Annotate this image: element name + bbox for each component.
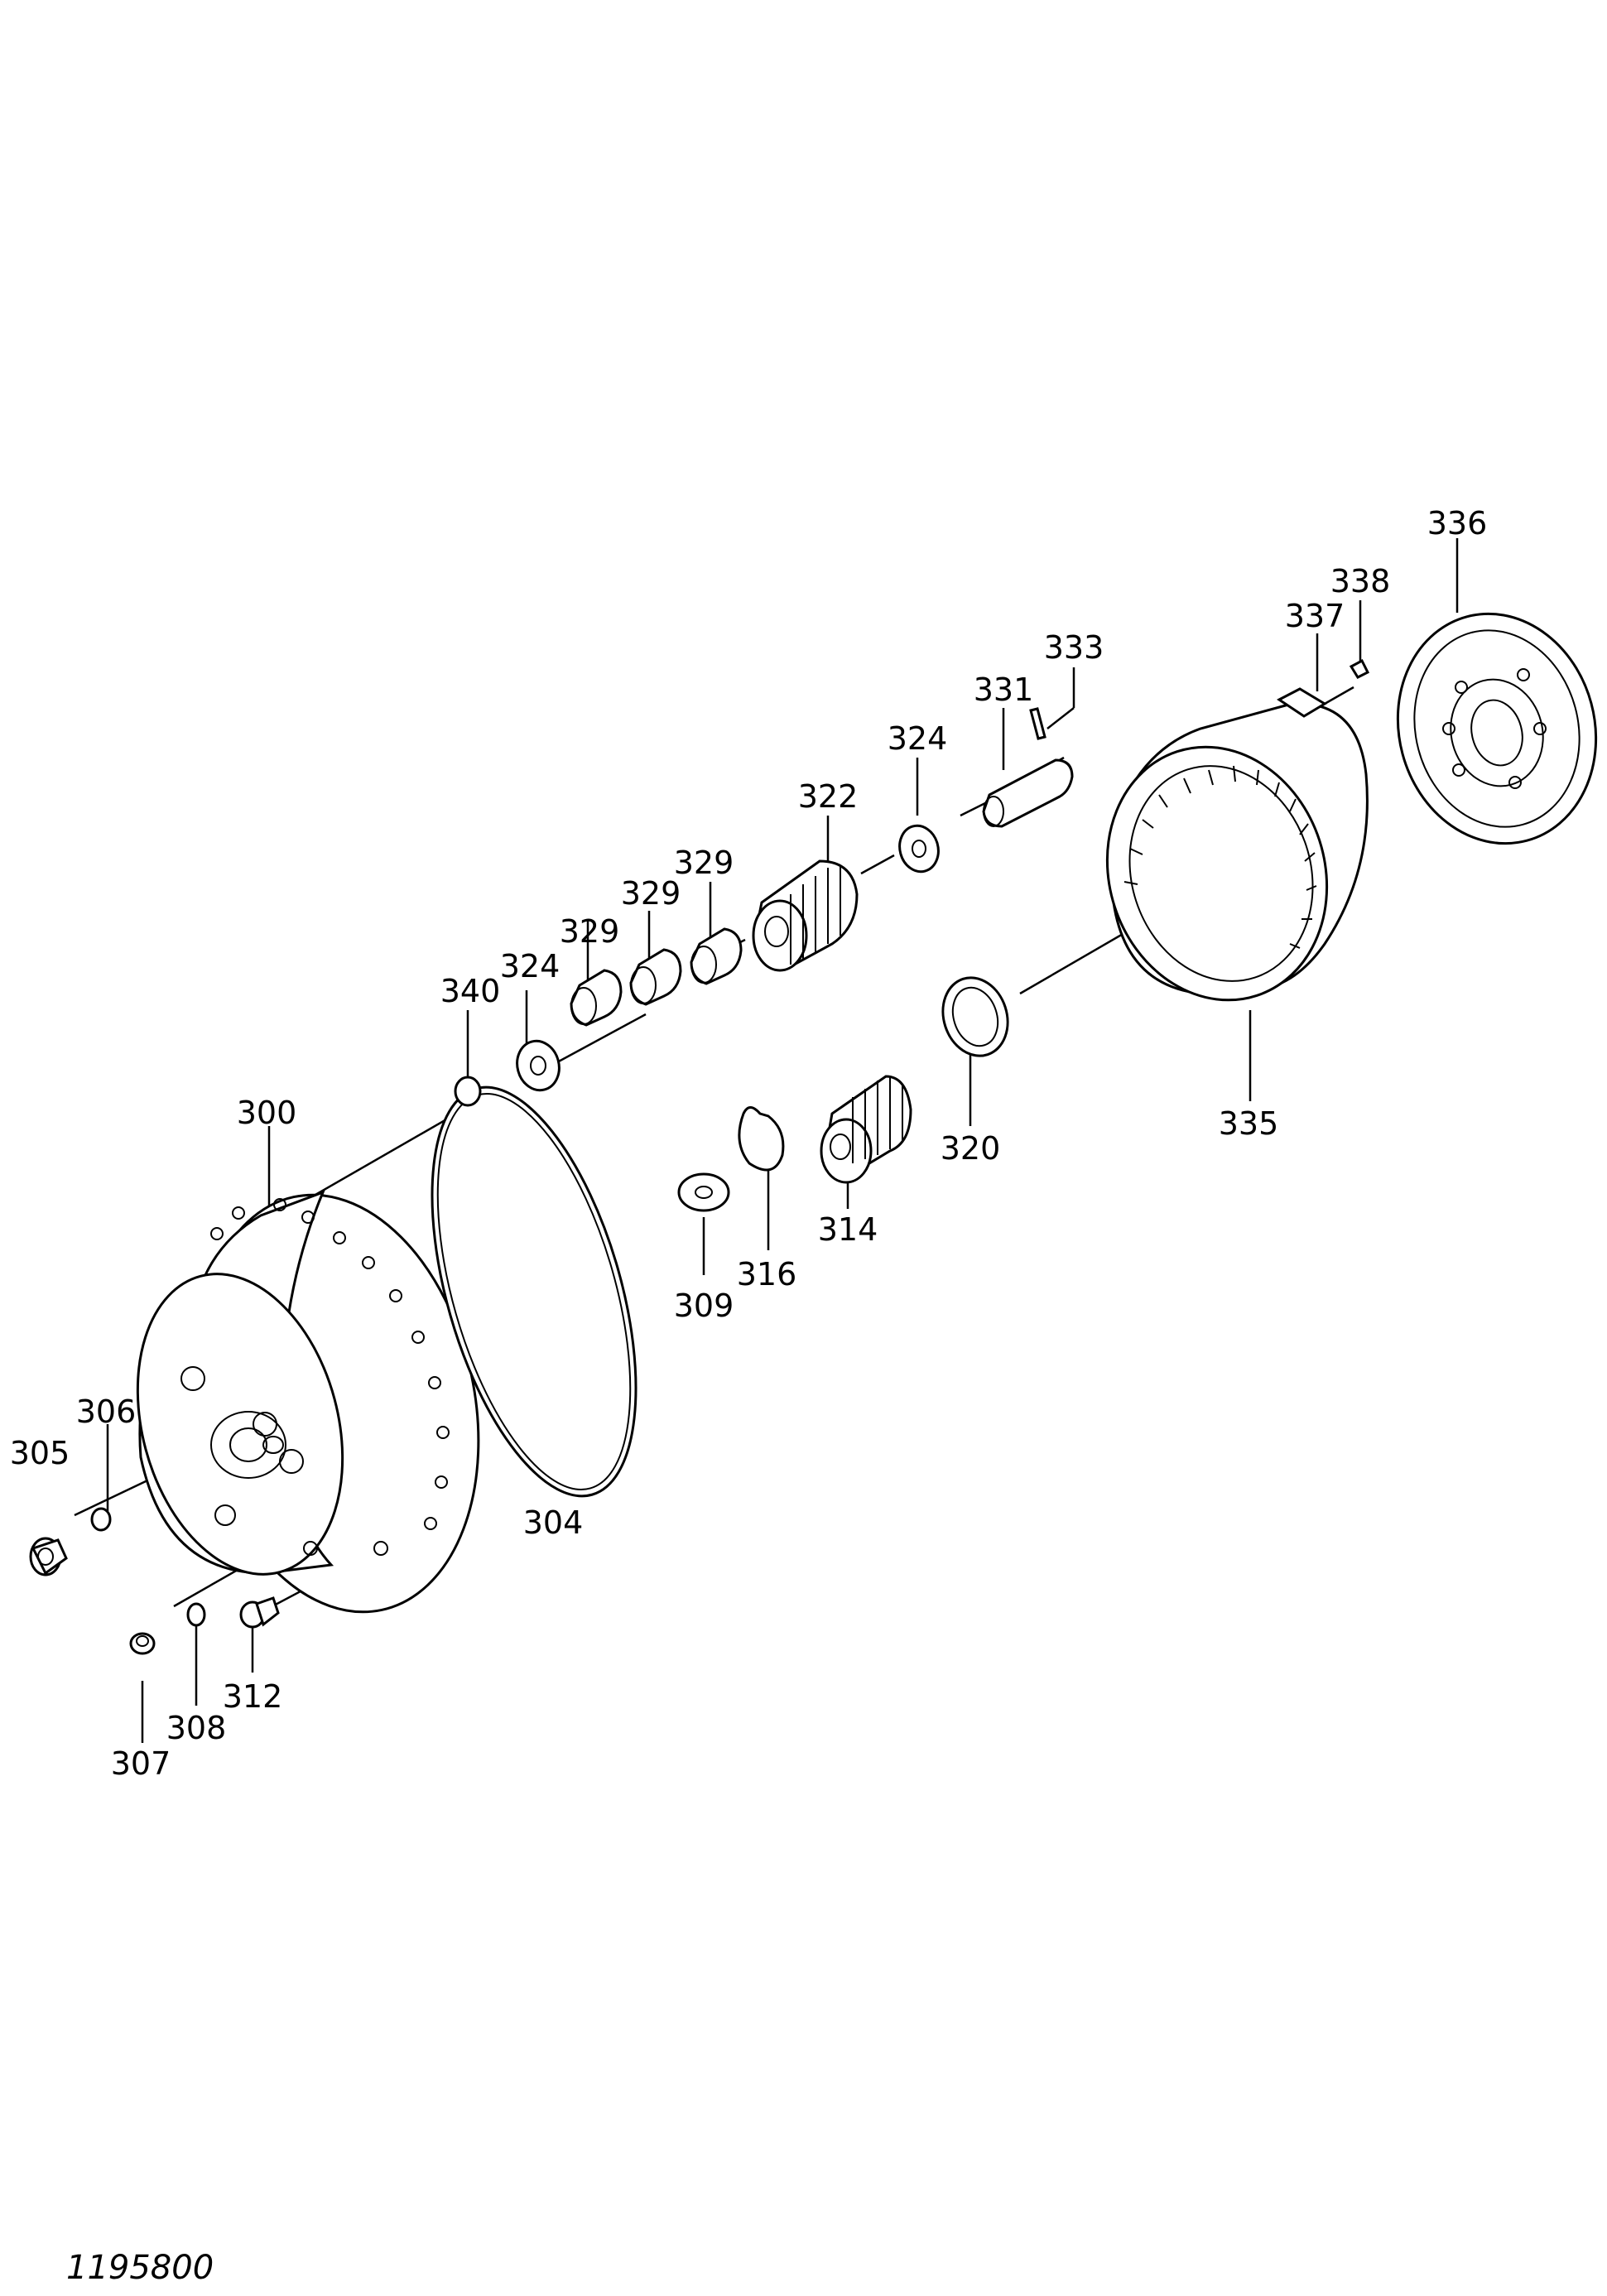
part-309-thrust-washer (677, 1172, 730, 1212)
label-307: 307 (111, 1745, 171, 1782)
label-333: 333 (1044, 629, 1104, 666)
label-338: 338 (1330, 563, 1391, 599)
part-335-ring-gear (1105, 702, 1369, 1002)
part-labels: 300 304 305 306 307 308 309 312 314 316 … (10, 505, 1488, 1782)
label-329-c: 329 (674, 845, 734, 881)
part-329-needle-bearing-a (570, 969, 623, 1027)
part-337-lock-plate (1277, 687, 1327, 718)
part-307-plug (129, 1632, 156, 1655)
label-304: 304 (523, 1504, 584, 1541)
label-300: 300 (237, 1095, 297, 1131)
part-314-sun-gear (820, 1075, 912, 1184)
label-331: 331 (974, 671, 1034, 708)
part-320-thrust-ring (941, 976, 1009, 1057)
label-320: 320 (941, 1130, 1001, 1167)
part-305-plug (29, 1537, 68, 1576)
part-324-thrust-washer-b (898, 824, 940, 874)
part-306-o-ring (90, 1507, 112, 1532)
label-329-b: 329 (621, 875, 681, 912)
label-305: 305 (10, 1435, 70, 1471)
label-312: 312 (223, 1678, 283, 1715)
label-340: 340 (440, 973, 501, 1009)
label-324-a: 324 (500, 948, 561, 984)
part-340-snap-ring (454, 1076, 482, 1107)
label-309: 309 (674, 1288, 734, 1324)
part-333-spring-pin (1029, 707, 1046, 740)
label-324-b: 324 (888, 720, 948, 757)
part-322-planet-gear (752, 859, 859, 972)
label-306: 306 (76, 1393, 137, 1430)
label-336: 336 (1427, 505, 1488, 542)
label-337: 337 (1285, 598, 1345, 634)
label-308: 308 (166, 1710, 227, 1746)
part-331-shaft (982, 758, 1074, 828)
part-316-snap-ring (738, 1106, 785, 1172)
part-329-needle-bearing-c (690, 927, 743, 985)
part-312-screw (239, 1596, 280, 1629)
part-336-carrier-gear (1396, 612, 1598, 845)
label-322: 322 (798, 778, 859, 815)
part-329-needle-bearing-b (629, 948, 682, 1006)
label-335: 335 (1219, 1105, 1279, 1142)
part-308-o-ring (186, 1602, 206, 1627)
part-324-thrust-washer-a (516, 1039, 561, 1092)
label-314: 314 (818, 1211, 878, 1248)
part-338-bolt (1349, 658, 1370, 679)
part-300-hub-housing (136, 1190, 480, 1614)
drawing-reference-number: 1195800 (66, 2249, 214, 2287)
label-329-a: 329 (560, 913, 620, 950)
label-316: 316 (737, 1256, 797, 1292)
